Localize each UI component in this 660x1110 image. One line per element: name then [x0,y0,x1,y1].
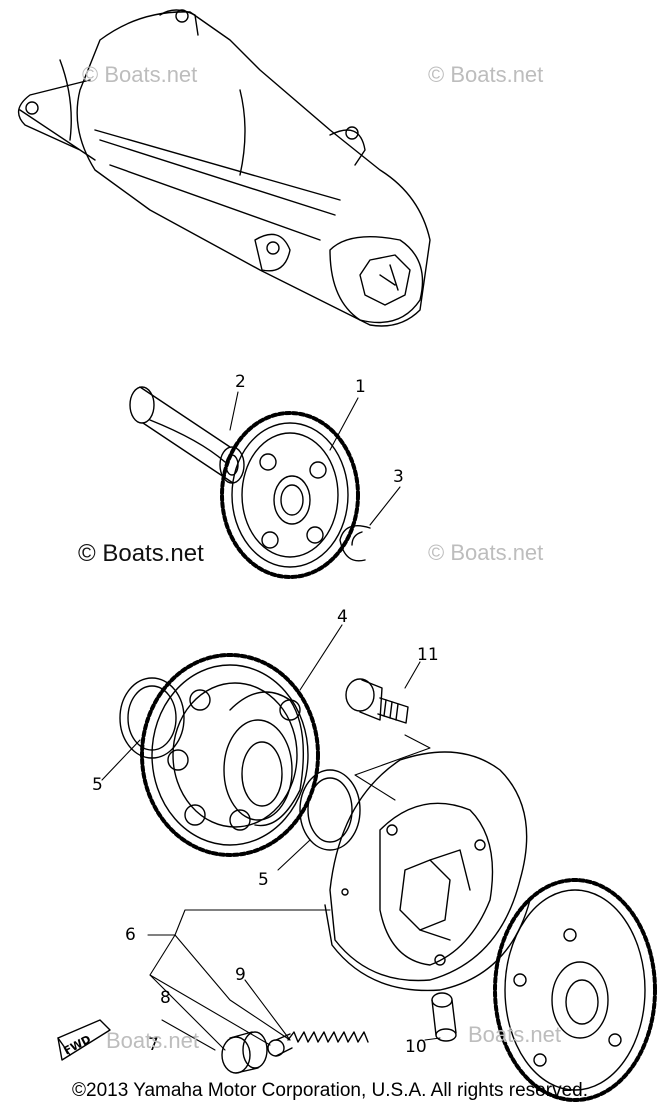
callout-3: 3 [393,467,404,487]
watermark: © Boats.net [428,62,544,87]
callout-2: 2 [235,372,246,392]
part-9-spring [287,1031,369,1043]
part-1-gear [220,411,360,579]
callout-10: 10 [405,1037,427,1057]
fwd-arrow [57,1019,111,1061]
callout-11: 11 [417,645,439,665]
large-gear [493,878,657,1102]
callout-9: 9 [235,965,246,985]
fwd-label: FWD [62,1033,94,1058]
part-7-roller [221,1031,268,1074]
callout-5a: 5 [92,775,103,795]
part-10-pin [431,992,457,1042]
part-4-gear [140,653,320,857]
part-2-shaft [129,386,245,484]
clutch-housing [324,751,531,992]
watermark: © Boats.net [428,540,544,565]
watermark: Boats.net [106,1028,199,1053]
copyright-notice: ©2013 Yamaha Motor Corporation, U.S.A. A… [72,1080,588,1101]
part-3-circlip [339,525,371,562]
callout-8: 8 [160,988,171,1008]
part-11-bolt [345,678,409,724]
callout-7: 7 [148,1035,159,1055]
starter-motor [17,9,431,327]
callout-1: 1 [355,377,366,397]
watermark: Boats.net [468,1022,561,1047]
part-8-plunger [267,1033,293,1057]
callout-6: 6 [125,925,136,945]
leader-lines [101,391,441,1051]
callout-4: 4 [337,607,348,627]
part-5-washer-b [299,769,361,851]
callout-5b: 5 [258,870,269,890]
watermark: © Boats.net [82,62,198,87]
part-5-washer-a [119,677,185,759]
watermark: © Boats.net [78,540,204,567]
